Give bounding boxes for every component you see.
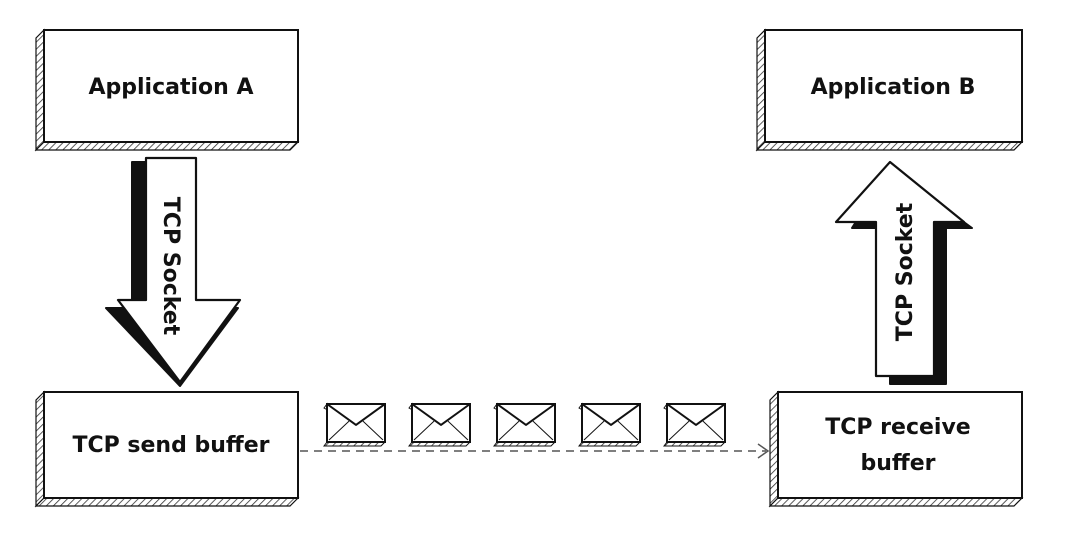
application-b-label: Application B — [811, 75, 976, 100]
application-a-box: Application A — [34, 28, 300, 152]
tcp-receive-buffer-label-line2: buffer — [860, 451, 935, 476]
envelope-icon — [578, 402, 641, 447]
tcp-socket-down-label: TCP Socket — [158, 197, 183, 336]
envelope-icon — [408, 402, 471, 447]
application-b-box: Application B — [755, 28, 1024, 152]
application-a-label: Application A — [88, 75, 253, 100]
data-flow-dashed-arrow — [300, 443, 770, 459]
tcp-send-buffer-label: TCP send buffer — [72, 433, 269, 458]
tcp-receive-buffer-label-line1: TCP receive — [825, 415, 970, 440]
tcp-receive-buffer-box: TCP receive buffer — [768, 390, 1024, 508]
envelope-icon — [323, 402, 386, 447]
envelope-icon — [493, 402, 556, 447]
tcp-socket-up-label: TCP Socket — [893, 202, 918, 341]
envelope-icon — [663, 402, 726, 447]
tcp-send-buffer-box: TCP send buffer — [34, 390, 300, 508]
tcp-socket-down-arrow: TCP Socket — [105, 156, 242, 387]
tcp-socket-up-arrow: TCP Socket — [834, 160, 973, 385]
message-envelopes — [323, 402, 726, 447]
